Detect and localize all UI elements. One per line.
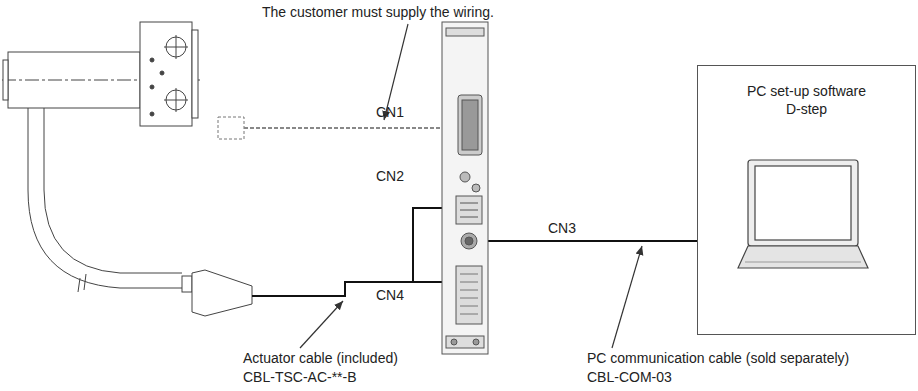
connector-label: CN2 <box>376 168 404 185</box>
laptop <box>738 160 868 268</box>
pc-box: PC set-up softwareD-step <box>697 65 916 335</box>
connector-label: CN4 <box>376 287 404 304</box>
cable-name: Actuator cable (included) <box>243 350 398 367</box>
software-label: PC set-up software <box>698 82 915 100</box>
actuator <box>2 22 252 316</box>
part-number: CBL-TSC-AC-**-B <box>243 369 357 386</box>
connector-label: CN1 <box>376 104 404 121</box>
software-name: D-step <box>698 100 915 118</box>
controller <box>442 22 488 354</box>
part-number: CBL-COM-03 <box>587 369 672 386</box>
note-text: The customer must supply the wiring. <box>262 4 494 21</box>
cable-name: PC communication cable (sold separately) <box>587 350 849 367</box>
connector-label: CN3 <box>548 220 576 237</box>
